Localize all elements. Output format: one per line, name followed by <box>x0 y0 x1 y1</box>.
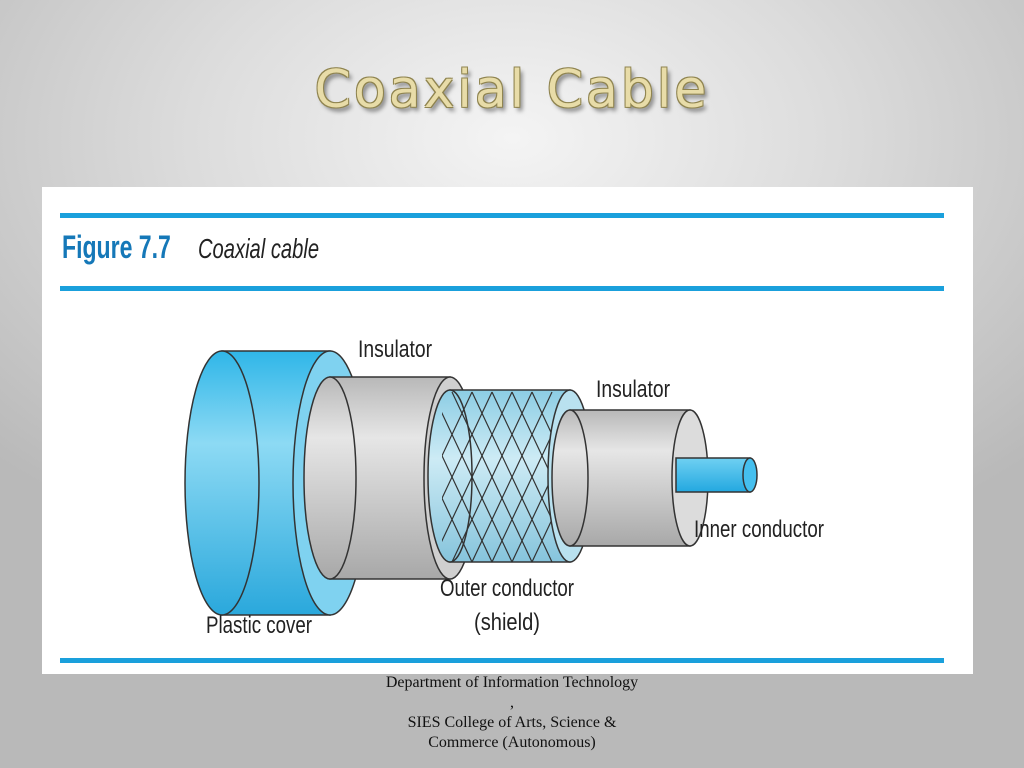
footer-department: Department of Information Technology <box>385 674 639 691</box>
inner-conductor <box>675 457 758 493</box>
slide-title: Coaxial Cable <box>314 60 710 120</box>
figure-bottom-rule <box>60 658 944 663</box>
label-insulator-inner: Insulator <box>596 376 670 403</box>
label-plastic-cover: Plastic cover <box>206 612 312 639</box>
coaxial-cable-diagram: Insulator Insulator Inner conductor Oute… <box>184 336 824 639</box>
label-insulator-outer: Insulator <box>358 336 432 363</box>
inner-insulator <box>551 409 709 547</box>
label-outer-conductor: Outer conductor <box>440 575 574 602</box>
label-inner-conductor: Inner conductor <box>694 516 824 543</box>
figure-top-rule <box>60 213 944 218</box>
figure-panel: Figure 7.7 Coaxial cable <box>42 187 973 674</box>
footer-college-status: Commerce (Autonomous) <box>428 734 596 751</box>
label-shield: (shield) <box>474 609 540 636</box>
figure-number: Figure 7.7 <box>62 229 171 265</box>
figure-mid-rule <box>60 286 944 291</box>
slide-footer: Department of Information Technology , S… <box>312 673 712 753</box>
figure-caption: Coaxial cable <box>198 233 320 264</box>
footer-college: SIES College of Arts, Science & <box>407 714 617 731</box>
footer-separator: , <box>510 694 514 711</box>
